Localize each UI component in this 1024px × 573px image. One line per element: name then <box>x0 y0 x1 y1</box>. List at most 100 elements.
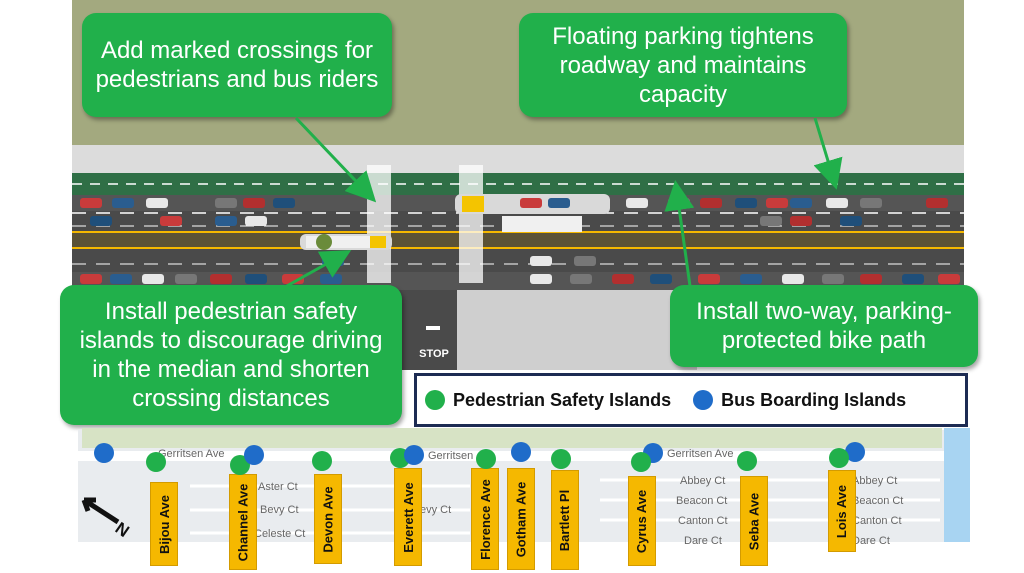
pedestrian-island-marker <box>312 451 332 471</box>
label-dare: Dare Ct <box>684 535 722 547</box>
callout-bike-path-text: Install two-way, parking-protected bike … <box>696 298 952 354</box>
parked-car <box>826 198 848 208</box>
parked-car <box>938 274 960 284</box>
label-canton: Canton Ct <box>678 515 728 527</box>
label-bevy: Bevy Ct <box>260 504 299 516</box>
parked-car <box>760 216 782 226</box>
street-sign-cyrus: Cyrus Ave <box>628 476 656 566</box>
street-sign-seba: Seba Ave <box>740 476 768 566</box>
pedestrian-island-marker <box>631 452 651 472</box>
label-gerritsen-right: Gerritsen Ave <box>667 448 734 460</box>
label-evy: evy Ct <box>420 504 452 516</box>
parked-car <box>902 274 924 284</box>
map-water <box>944 428 970 542</box>
street-sign-bijou: Bijou Ave <box>150 482 178 566</box>
parked-car <box>548 198 570 208</box>
map-legend: Pedestrian Safety Islands Bus Boarding I… <box>414 373 968 427</box>
parked-car <box>860 274 882 284</box>
street-sign-channel: Channel Ave <box>229 474 257 570</box>
parked-car <box>80 198 102 208</box>
bus-island-marker <box>511 442 531 462</box>
parked-car <box>860 198 882 208</box>
parked-car <box>245 216 267 226</box>
street-sign-devon: Devon Ave <box>314 474 342 564</box>
parked-car <box>243 198 265 208</box>
street-sign-label: Lois Ave <box>834 484 850 538</box>
label-gerritsen-left: Gerritsen Ave <box>158 448 225 460</box>
parked-car <box>215 216 237 226</box>
parked-car <box>90 216 112 226</box>
street-sign-florence: Florence Ave <box>471 468 499 570</box>
callout-marked-crossings-text: Add marked crossings for pedestrians and… <box>95 37 379 93</box>
parked-car <box>612 274 634 284</box>
parked-car <box>626 198 648 208</box>
label-abbey: Abbey Ct <box>680 475 726 487</box>
bus-island-marker <box>404 445 424 465</box>
street-sign-label: Cyrus Ave <box>634 489 650 553</box>
parked-car <box>110 274 132 284</box>
parked-car <box>160 216 182 226</box>
parked-car <box>530 274 552 284</box>
parked-car <box>790 216 812 226</box>
pedestrian-legend-label: Pedestrian Safety Islands <box>453 389 672 410</box>
street-sign-label: Florence Ave <box>477 478 493 560</box>
callout-bike-path: Install two-way, parking-protected bike … <box>670 285 978 367</box>
parked-cars <box>80 198 960 284</box>
street-sign-gotham: Gotham Ave <box>507 468 535 570</box>
street-sign-label: Gotham Ave <box>513 481 529 557</box>
bus-legend-dot <box>693 390 714 410</box>
parked-car <box>146 198 168 208</box>
callout-safety-islands: Install pedestrian safety islands to dis… <box>60 285 402 425</box>
bus-lower-front <box>370 236 386 248</box>
bus-legend-label: Bus Boarding Islands <box>721 389 907 410</box>
parked-car <box>840 216 862 226</box>
crosswalk-right <box>459 165 483 283</box>
parked-car <box>273 198 295 208</box>
bus-island-marker <box>845 442 865 462</box>
street-sign-everett: Everett Ave <box>394 468 422 566</box>
label-gerritsen-mid: Gerritsen <box>428 450 474 462</box>
parked-car <box>822 274 844 284</box>
parked-car <box>530 256 552 266</box>
label-abbey-2: Abbey Ct <box>852 475 898 487</box>
callout-marked-crossings: Add marked crossings for pedestrians and… <box>82 13 392 117</box>
pedestrian-island-marker <box>737 451 757 471</box>
parked-car <box>142 274 164 284</box>
parked-car <box>766 198 788 208</box>
parked-car <box>574 256 596 266</box>
parked-car <box>175 274 197 284</box>
street-sign-label: Everett Ave <box>400 481 416 553</box>
map-park-area <box>82 428 942 448</box>
bus-upper-body <box>502 216 582 232</box>
parked-car <box>245 274 267 284</box>
street-sign-label: Channel Ave <box>235 483 251 561</box>
stop-marking: STOP <box>419 348 449 360</box>
parked-car <box>698 274 720 284</box>
parked-car <box>210 274 232 284</box>
callout-floating-parking: Floating parking tightens roadway and ma… <box>519 13 847 117</box>
label-beacon: Beacon Ct <box>676 495 728 507</box>
parked-car <box>112 198 134 208</box>
corner-block <box>457 290 697 370</box>
median-hatching <box>72 232 964 248</box>
bus-upper <box>462 196 484 212</box>
bus-island-marker <box>94 443 114 463</box>
label-beacon-2: Beacon Ct <box>852 495 904 507</box>
street-sign-label: Seba Ave <box>746 492 762 550</box>
street-sign-label: Bartlett Pl <box>557 489 573 551</box>
parked-car <box>520 198 542 208</box>
pedestrian-island-marker <box>551 449 571 469</box>
pedestrian-island-marker <box>476 449 496 469</box>
parked-car <box>700 198 722 208</box>
street-sign-label: Bijou Ave <box>156 494 172 554</box>
street-sign-bartlett: Bartlett Pl <box>551 470 579 570</box>
label-dare-2: Dare Ct <box>852 535 890 547</box>
street-sign-lois: Lois Ave <box>828 470 856 552</box>
parked-car <box>570 274 592 284</box>
bus-island-marker <box>244 445 264 465</box>
parked-car <box>790 198 812 208</box>
stop-bar <box>426 326 440 330</box>
label-canton-2: Canton Ct <box>852 515 902 527</box>
north-arrow-icon <box>81 497 120 525</box>
